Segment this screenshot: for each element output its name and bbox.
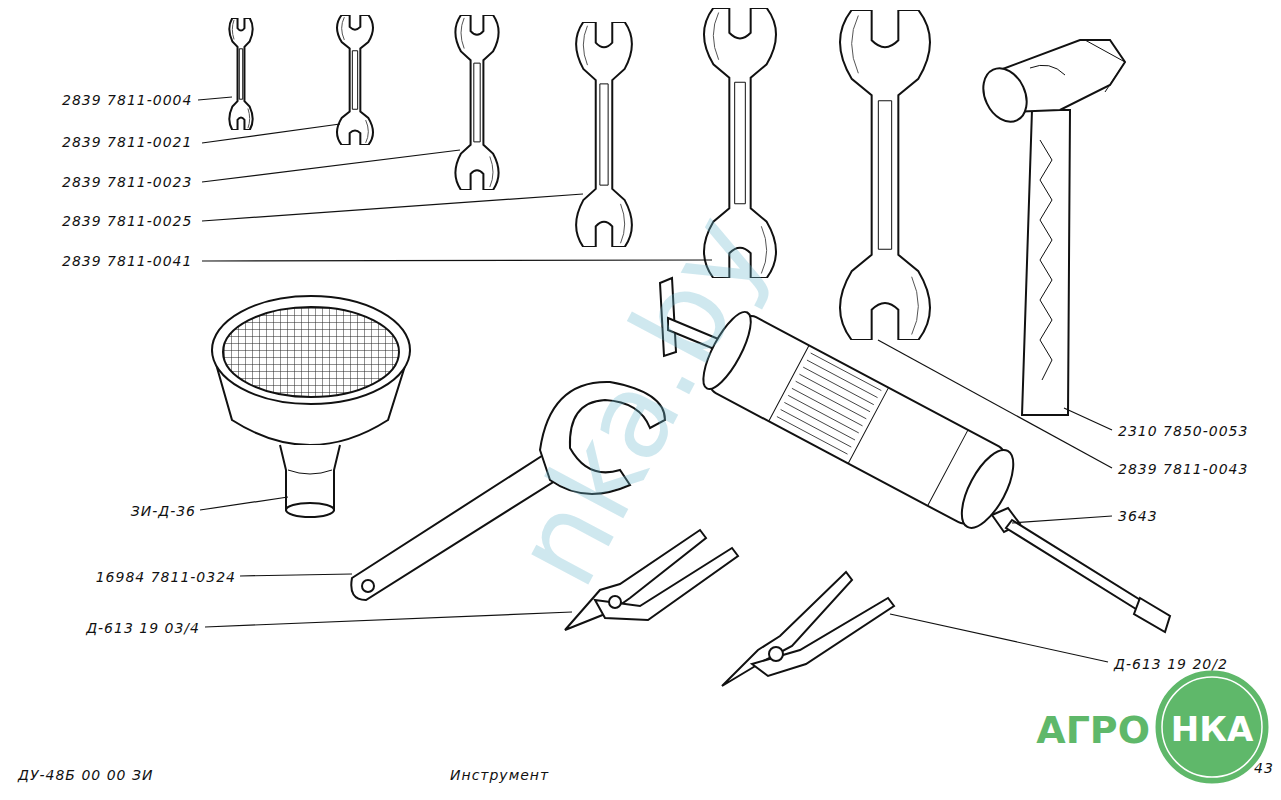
part-number: 2839 7811-0041 [62,252,192,270]
page-number: 43 [1254,759,1274,777]
wrench [840,10,930,340]
wrench [337,15,373,145]
hammer [975,40,1125,415]
funnel-strainer [212,296,410,517]
part-number: 2839 7811-0023 [62,173,192,191]
logo-text: НКА [1171,712,1254,746]
watermark: nka.by [495,198,785,603]
pliers [722,572,894,686]
drawing-code: ДУ-48Б 00 00 ЗИ [18,766,153,784]
leader-line [198,97,1112,662]
wrench [455,15,498,190]
part-number: 2839 7811-0021 [62,133,192,151]
logo-ring [1162,677,1262,777]
part-number: 16984 7811-0324 [96,568,236,586]
part-number: Д-613 19 03/4 [86,619,200,637]
wrench [576,22,632,247]
part-number: 3643 [1118,507,1158,525]
part-number: 2839 7811-0043 [1118,460,1248,478]
part-number: 2310 7850-0053 [1118,422,1248,440]
part-number: Д-613 19 20/2 [1114,655,1228,673]
logo-circle [1154,669,1270,785]
part-number: 2839 7811-0025 [62,212,192,230]
wrench [229,18,252,130]
part-number: 2839 7811-0004 [62,91,192,109]
part-number: ЗИ-Д-36 [131,502,196,520]
sheet-title: Инструмент [450,766,549,784]
logo-text: АГРО [1036,711,1150,749]
